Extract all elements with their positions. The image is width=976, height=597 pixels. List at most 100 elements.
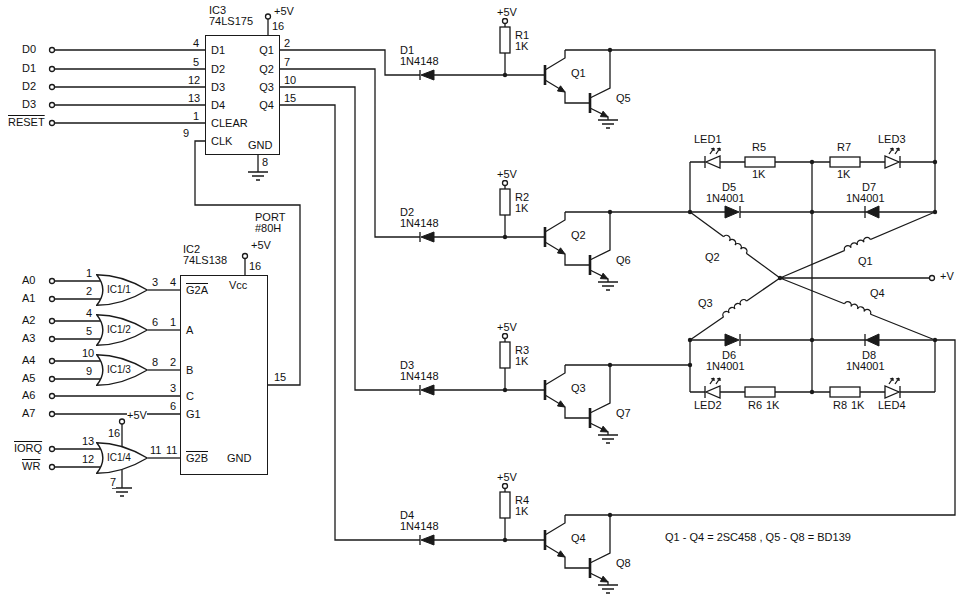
emitter-arrow: [558, 401, 566, 407]
pin-number: 12: [82, 454, 94, 465]
resistor-symbol: [745, 157, 775, 167]
led-symbol: [706, 156, 720, 168]
supply-terminal: [266, 14, 271, 19]
resistor-symbol: [500, 189, 510, 215]
part-value: 1N4001: [846, 193, 885, 204]
pin-number: 11: [166, 445, 177, 456]
pin-number: 8: [262, 157, 268, 168]
wire: [690, 162, 935, 392]
supply-label: +5V: [251, 240, 271, 251]
diode-symbol: [421, 70, 434, 80]
port-address: PORT #80H: [255, 212, 295, 234]
signal-name: A4: [22, 355, 35, 366]
part-value: 1K: [766, 400, 779, 411]
or-gate: IC1/4: [96, 442, 148, 474]
gate-label: IC1/2: [107, 324, 131, 335]
resistor-symbol: [500, 27, 510, 53]
input-terminal: [50, 103, 55, 108]
emitter-arrow: [600, 576, 608, 582]
pin-number: 1: [193, 111, 199, 122]
signal-name: D3: [22, 99, 36, 110]
pin-number: 2: [86, 286, 92, 297]
junction-dot: [810, 390, 814, 394]
pin-number: 2: [284, 38, 290, 49]
wire-connector: [148, 329, 180, 330]
motor-winding: [721, 297, 750, 321]
part-ref: Q1: [571, 68, 586, 79]
part-ref: D2: [400, 207, 414, 218]
led-network: [690, 148, 935, 398]
chip-label: 74LS175: [209, 16, 253, 27]
junction-dot: [778, 276, 782, 280]
signal-name: A0: [22, 275, 35, 286]
part-ref: Q4: [571, 533, 586, 544]
pin-number: 1: [86, 268, 92, 279]
part-ref: Q3: [571, 383, 586, 394]
or-gate: IC1/3: [96, 354, 148, 386]
emitter-arrow: [600, 426, 608, 432]
winding-mask: [721, 297, 750, 321]
wire-connector: [148, 457, 180, 458]
supply-terminal: [120, 419, 125, 424]
wire-connector: [148, 289, 180, 290]
winding-mask: [843, 299, 873, 319]
or-gate-shape: [97, 275, 148, 306]
supply-label: +V: [940, 271, 954, 282]
ic-chip: IC274LS138G2AABCG1VccG2BGND: [180, 275, 268, 475]
pin-name: G2A: [186, 285, 208, 296]
chip-label: IC3: [209, 5, 226, 16]
part-value: 1K: [515, 356, 528, 367]
part-ref: Q1: [858, 256, 873, 267]
pin-number: 15: [284, 93, 296, 104]
supply-label: +5V: [127, 410, 147, 421]
wire: [55, 281, 181, 467]
pin-number: 6: [170, 401, 176, 412]
pin-name: GND: [227, 453, 251, 464]
input-terminal: [50, 121, 55, 126]
pin-number: 4: [170, 277, 176, 288]
pin-name: G2B: [186, 453, 208, 464]
input-terminal: [50, 412, 55, 417]
signal-name: D1: [22, 63, 36, 74]
signal-name: RESET: [8, 117, 45, 128]
pin-name: C: [186, 391, 194, 402]
pin-number: 7: [284, 57, 290, 68]
supply-terminal: [503, 19, 508, 24]
part-value: 1K: [515, 41, 528, 52]
pin-number: 6: [152, 317, 158, 328]
junction-dot: [503, 73, 507, 77]
gate-label: IC1/3: [107, 364, 131, 375]
signal-name: IORQ: [14, 443, 42, 454]
part-ref: D3: [400, 360, 414, 371]
or-gate: IC1/1: [96, 274, 148, 306]
pin-name: D4: [211, 100, 225, 111]
coil-symbol: [724, 234, 749, 253]
led-symbol: [706, 386, 720, 398]
junction-dot: [608, 363, 612, 367]
part-value: 1K: [837, 169, 850, 180]
ground-symbol: [112, 488, 132, 496]
input-terminal: [50, 279, 55, 284]
pin-number: 5: [86, 326, 92, 337]
junction-dot: [503, 235, 507, 239]
pin-name: D1: [211, 45, 225, 56]
transistor-leads: [545, 212, 610, 282]
part-ref: R8: [833, 400, 847, 411]
part-ref: Q2: [705, 252, 720, 263]
driver-wiring: [280, 50, 955, 540]
input-terminal: [50, 48, 55, 53]
pin-name: CLEAR: [211, 118, 248, 129]
part-value: 1K: [515, 203, 528, 214]
pin-name: Q2: [259, 64, 274, 75]
led-symbol: [885, 156, 899, 168]
junction-dot: [933, 160, 937, 164]
part-ref: D7: [862, 182, 876, 193]
wire: [690, 212, 935, 340]
junction-dot: [933, 338, 937, 342]
junction-dot: [810, 338, 814, 342]
junction-dot: [810, 210, 814, 214]
diode-symbol: [866, 334, 879, 346]
wire: [280, 50, 545, 540]
